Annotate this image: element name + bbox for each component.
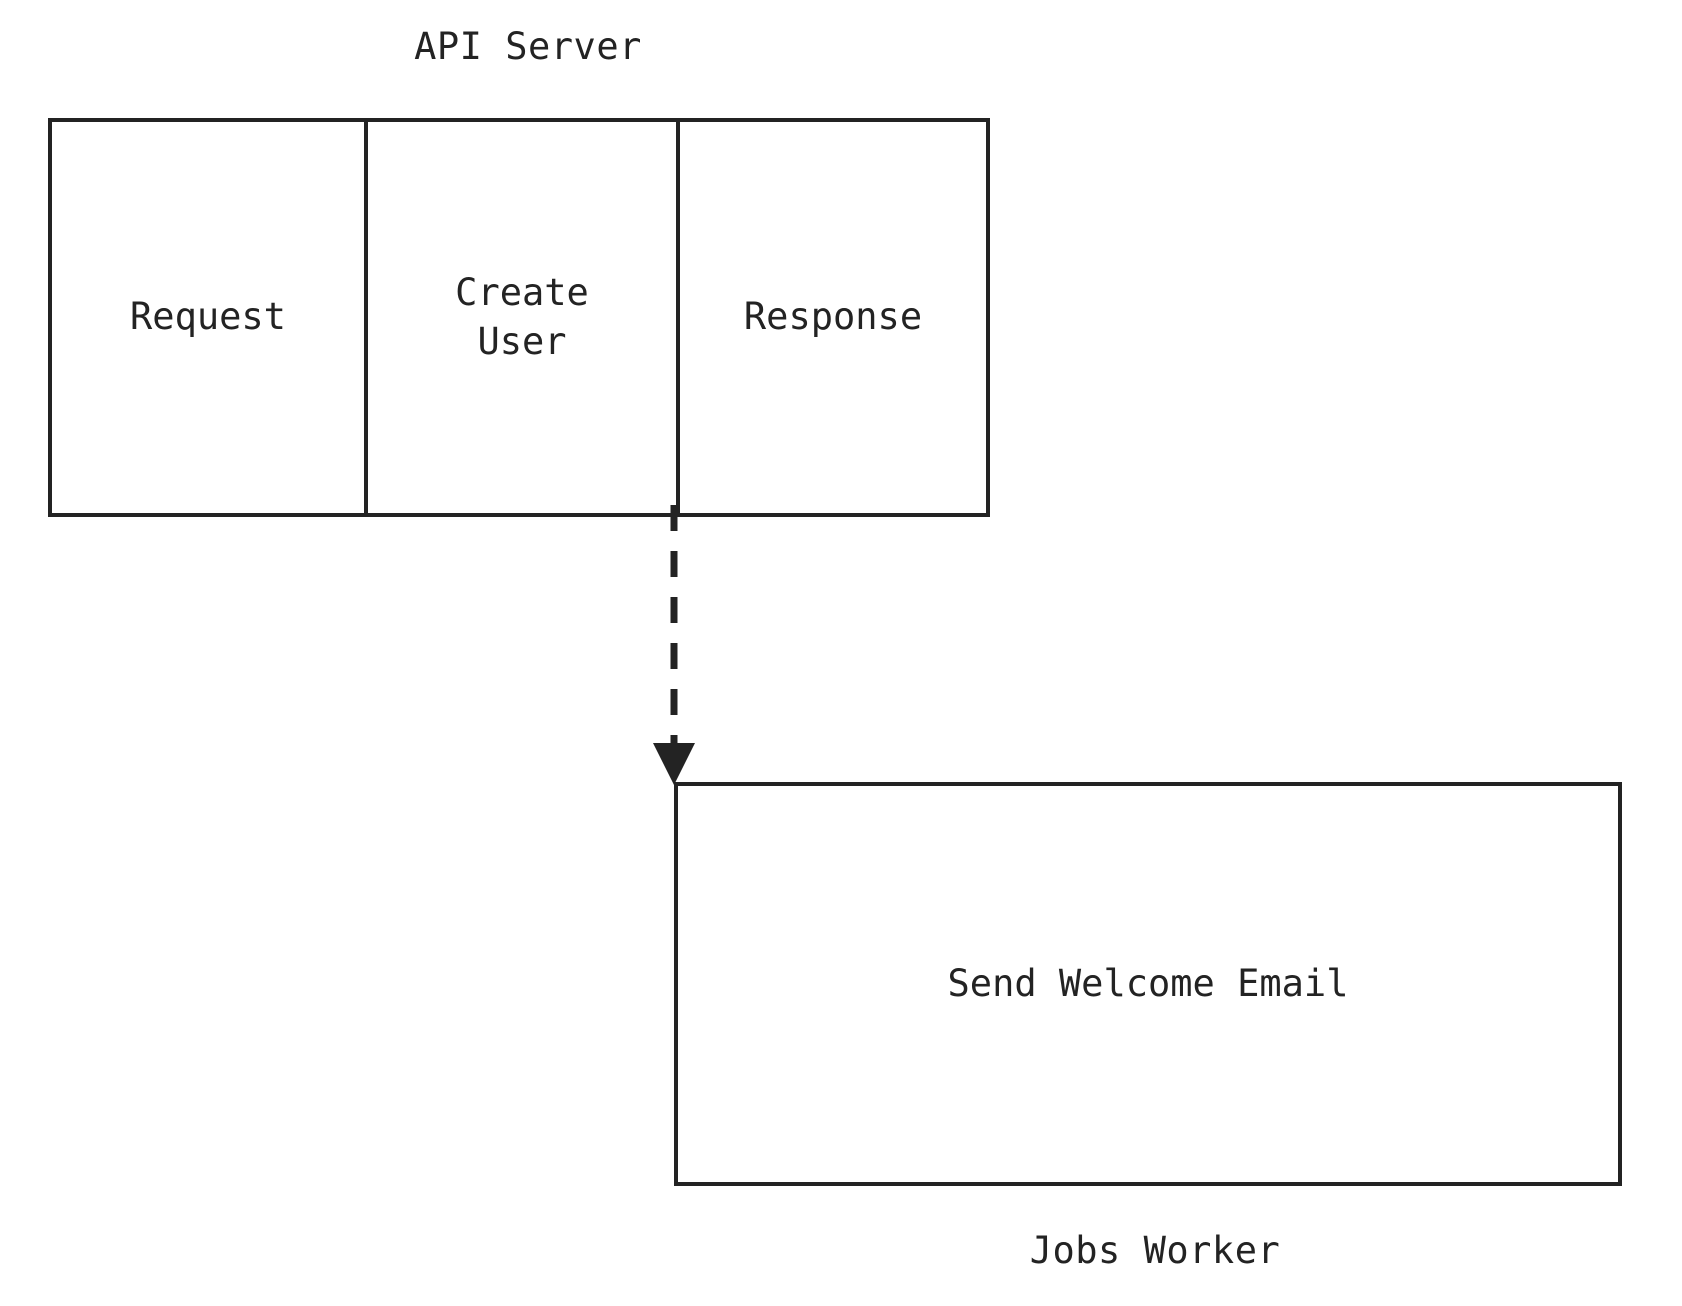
lane-response-label: Response (743, 295, 923, 339)
lane-create-user[interactable]: Create User (364, 122, 676, 513)
api-server-box[interactable]: Request Create User Response (48, 118, 990, 517)
lane-response[interactable]: Response (676, 122, 986, 513)
lane-request-label: Request (130, 295, 286, 339)
api-server-title: API Server (414, 25, 642, 68)
lane-create-user-label: Create User (455, 271, 589, 363)
lane-request[interactable]: Request (52, 122, 364, 513)
lane-send-welcome-email-label: Send Welcome Email (947, 961, 1349, 1005)
dashed-arrow-connector (653, 505, 695, 785)
jobs-worker-box[interactable]: Send Welcome Email (674, 782, 1622, 1186)
connector-arrowhead-icon (653, 743, 695, 785)
jobs-worker-title: Jobs Worker (1029, 1229, 1281, 1272)
